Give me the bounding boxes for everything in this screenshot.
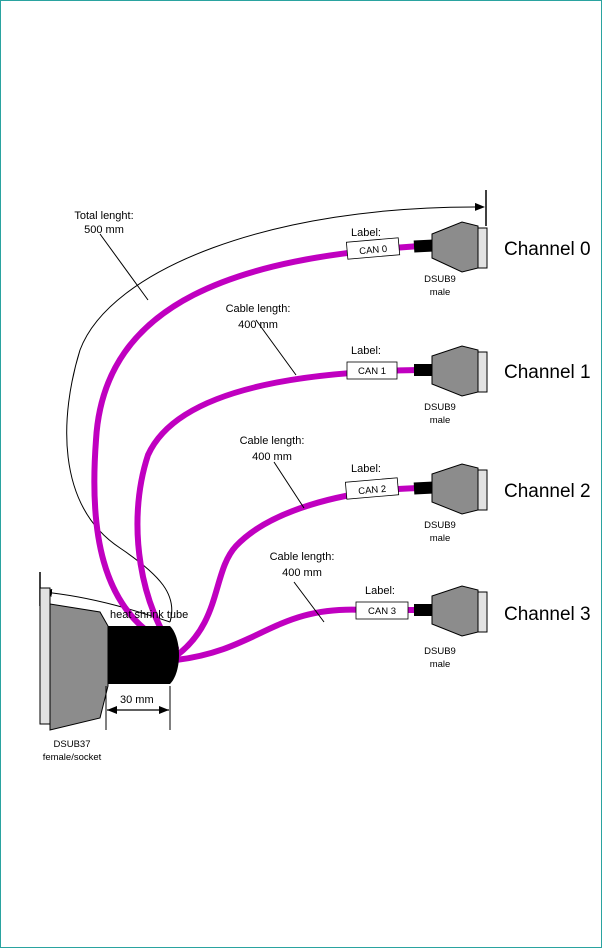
label-tag-2 [344, 477, 400, 500]
leader-cable-length-3 [293, 581, 325, 623]
dsub9-body-1 [431, 345, 479, 397]
dsub9-strain-relief-2 [413, 481, 435, 495]
cable-length-label-3-line2: 400 mm [282, 567, 322, 579]
channel-2-label: Channel 2 [504, 481, 591, 502]
label-text-3: CAN 3 [368, 606, 396, 617]
heat-shrink-tube [104, 626, 179, 684]
dsub37-connector [39, 587, 109, 731]
dsub9-label-1-line1: DSUB9 [424, 402, 456, 413]
dsub9-body-2 [431, 463, 479, 515]
dsub9-body-3 [431, 585, 479, 637]
label-text-0: CAN 0 [359, 244, 388, 257]
branch-channel-2: Label: CAN 2 DSUB9 male Channel 2 [344, 463, 591, 544]
heat-shrink-dim-arrow-right [159, 706, 169, 714]
dsub9-flange-2 [477, 469, 488, 511]
channel-0-label: Channel 0 [504, 239, 591, 260]
heat-shrink-length-label: 30 mm [120, 694, 154, 706]
dsub9-label-2-line1: DSUB9 [424, 520, 456, 531]
dsub9-strain-relief-1 [414, 364, 434, 376]
dsub37-label-line2: female/socket [43, 752, 102, 763]
branch-channel-0: Label: CAN 0 DSUB9 male Channel 0 [345, 221, 591, 298]
label-title-2: Label: [351, 463, 381, 475]
label-tag-0 [345, 237, 401, 260]
label-text-1: CAN 1 [358, 366, 386, 377]
dsub9-label-3-line1: DSUB9 [424, 646, 456, 657]
dsub9-body-0 [431, 221, 479, 273]
cable-length-label-3-line1: Cable length: [270, 551, 335, 563]
dsub9-label-1-line2: male [430, 415, 451, 426]
cable-length-label-1-line2: 400 mm [238, 319, 278, 331]
cable-channel-3 [173, 606, 423, 663]
dsub9-flange-0 [477, 227, 488, 269]
dsub9-label-3-line2: male [430, 659, 451, 670]
cable-channel-0 [91, 243, 423, 651]
dsub9-label-2-line2: male [430, 533, 451, 544]
label-tag-1 [346, 361, 398, 380]
label-title-0: Label: [351, 227, 381, 239]
dsub9-label-0-line1: DSUB9 [424, 274, 456, 285]
leader-total-length [99, 233, 149, 301]
cables [91, 243, 423, 663]
total-length-label-line2: 500 mm [84, 224, 124, 236]
leader-cable-length-1 [255, 319, 297, 376]
dsub9-flange-3 [477, 591, 488, 633]
heat-shrink-dim-arrow-left [107, 706, 117, 714]
cable-length-label-2-line2: 400 mm [252, 451, 292, 463]
cable-length-label-2-line1: Cable length: [240, 435, 305, 447]
label-title-1: Label: [351, 345, 381, 357]
dsub9-strain-relief-3 [414, 604, 434, 616]
cable-channel-1 [134, 367, 423, 655]
cable-length-label-1-line1: Cable length: [226, 303, 291, 315]
label-tag-3 [355, 601, 409, 620]
total-length-label-line1: Total lenght: [74, 210, 133, 222]
channel-3-label: Channel 3 [504, 604, 591, 625]
channel-1-label: Channel 1 [504, 362, 591, 383]
branch-channel-3: Label: CAN 3 DSUB9 male Channel 3 [355, 585, 591, 670]
branch-channel-1: Label: CAN 1 DSUB9 male Channel 1 [346, 345, 591, 426]
label-text-2: CAN 2 [358, 484, 387, 497]
leader-cable-length-2 [273, 461, 305, 509]
dsub37-label-line1: DSUB37 [54, 739, 91, 750]
total-length-line [66, 202, 485, 623]
dsub9-flange-1 [477, 351, 488, 393]
dsub9-strain-relief-0 [413, 239, 435, 253]
heat-shrink-label: heat shrink tube [110, 609, 188, 621]
dsub9-label-0-line2: male [430, 287, 451, 298]
label-title-3: Label: [365, 585, 395, 597]
